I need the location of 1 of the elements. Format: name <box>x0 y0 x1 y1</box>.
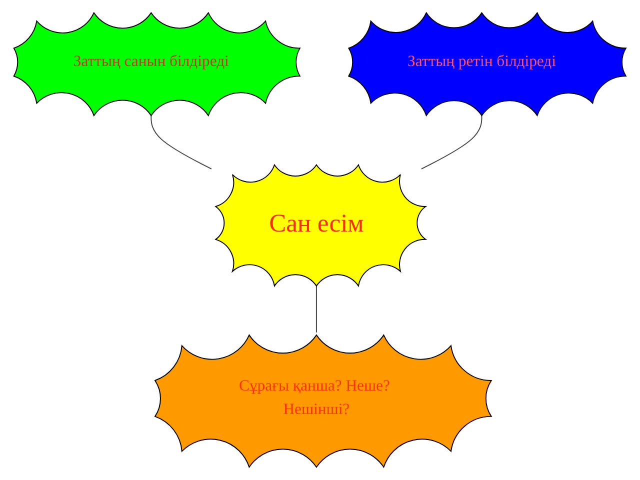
connector <box>150 113 212 170</box>
